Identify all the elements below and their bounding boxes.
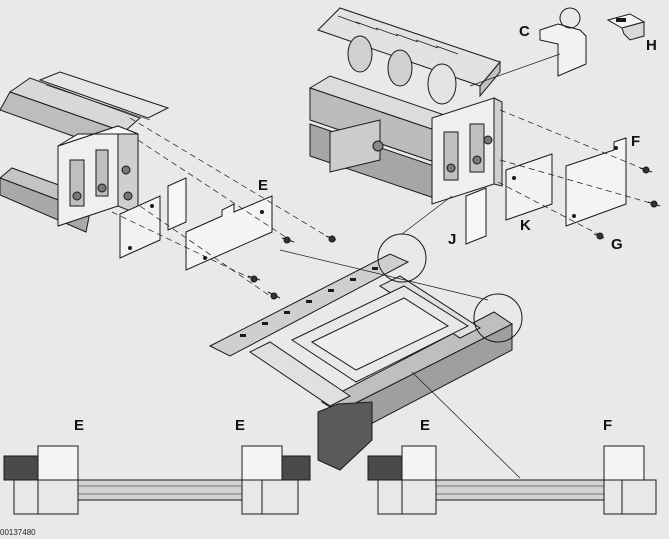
cross-beam-1	[249, 341, 351, 407]
detail-circle-top	[559, 7, 581, 29]
label-e-bottom-2: E	[235, 417, 246, 434]
cover-plate-f	[565, 137, 627, 227]
end-block-top	[57, 125, 139, 147]
screw-4	[267, 291, 281, 300]
side-rail-left	[208, 253, 410, 357]
roller-3	[427, 63, 457, 105]
bottom-rail-right	[435, 479, 605, 501]
bottom-left-view	[3, 445, 311, 515]
bracket-c	[539, 23, 587, 77]
end-block-f-bottom	[603, 445, 645, 481]
profile-slot-2	[95, 149, 109, 197]
cover-plate-small	[119, 195, 161, 259]
bolt-head-2	[97, 183, 107, 193]
cover-plate-e-top	[185, 195, 273, 271]
bolt-head-3	[121, 165, 131, 175]
end-block-e-left	[37, 445, 79, 481]
rail-slots	[240, 267, 378, 337]
label-c: C	[519, 23, 530, 40]
cover-strip	[167, 177, 187, 231]
detail-circle-right	[473, 293, 523, 343]
document-id: 00137480	[0, 528, 36, 537]
label-g: G	[611, 236, 623, 253]
inner-frame-hole	[310, 297, 450, 371]
label-e-top: E	[258, 177, 269, 194]
cross-support	[329, 119, 381, 173]
label-k: K	[520, 217, 531, 234]
roller-2	[387, 49, 413, 87]
top-right-assembly	[308, 7, 661, 245]
end-block-e-bottom	[401, 445, 437, 481]
screw-1	[281, 236, 295, 244]
center-frame-assembly	[208, 195, 523, 479]
frame-end-cap	[317, 401, 373, 471]
cover-plate-k	[505, 153, 553, 221]
label-j: J	[448, 231, 457, 248]
screw-7	[593, 232, 605, 240]
screw-3	[247, 275, 261, 283]
label-e-bottom-3: E	[420, 417, 431, 434]
roller-1	[347, 35, 373, 73]
end-block-e-left-dark	[3, 455, 39, 481]
end-block-e-bottom-dark	[367, 455, 403, 481]
label-h: H	[646, 37, 657, 54]
label-f-bottom: F	[603, 417, 613, 434]
cover-strip-j	[465, 187, 487, 245]
bottom-rail-left	[77, 479, 243, 501]
label-f-top: F	[631, 133, 641, 150]
bottom-right-view	[367, 445, 657, 515]
end-block-e-right	[241, 445, 283, 481]
end-block-right-side	[493, 97, 503, 187]
top-left-assembly	[0, 71, 337, 300]
back-guide	[38, 71, 170, 119]
label-e-bottom-1: E	[74, 417, 85, 434]
belt-links	[337, 15, 459, 55]
bolt-head-1	[72, 191, 82, 201]
bolt-head-4	[123, 191, 133, 201]
